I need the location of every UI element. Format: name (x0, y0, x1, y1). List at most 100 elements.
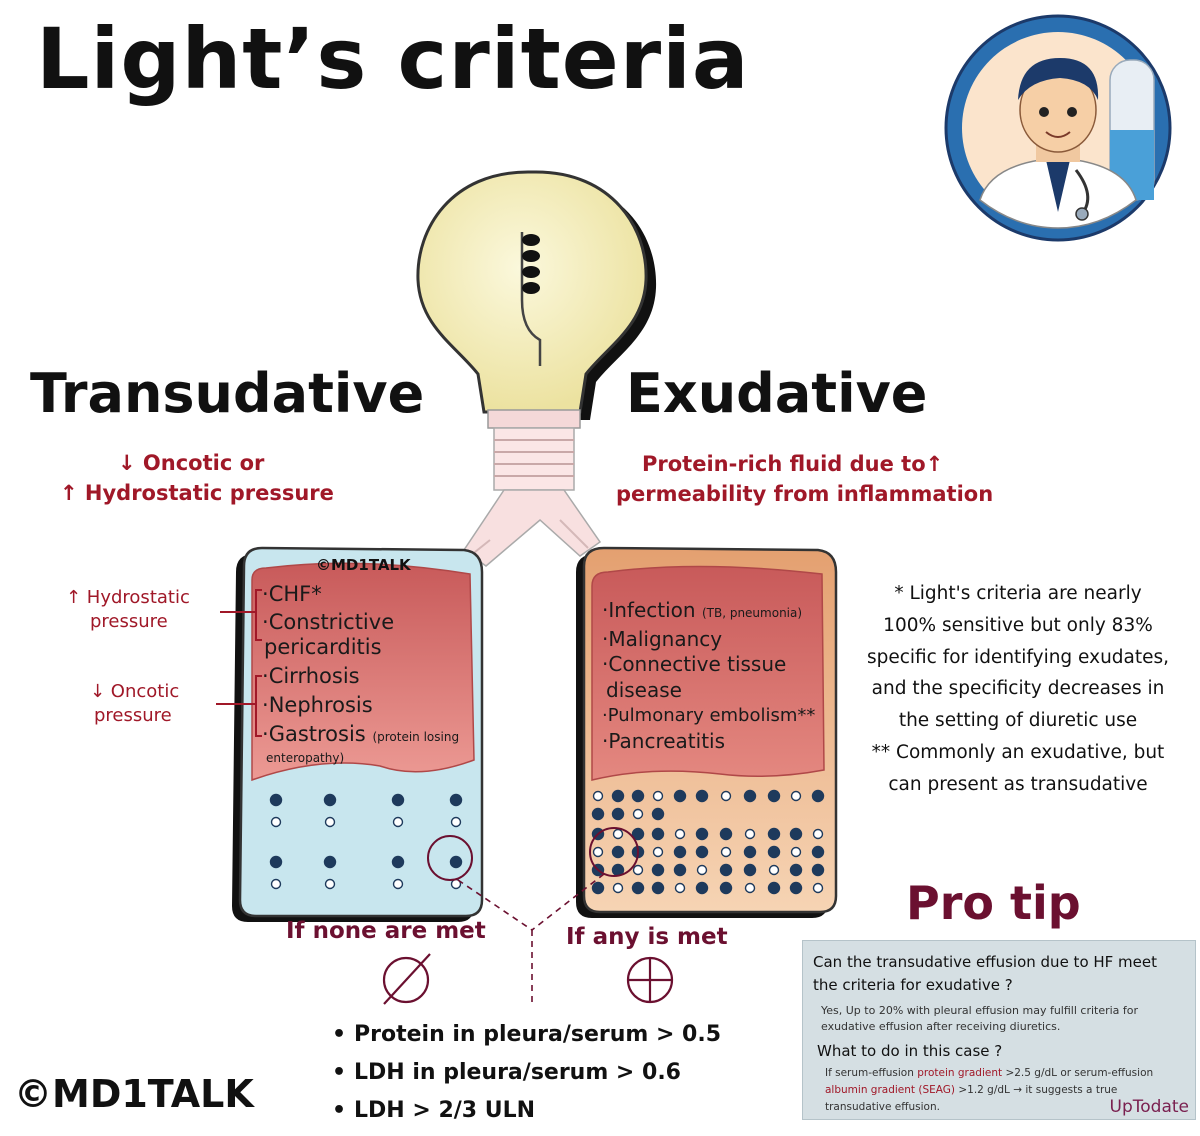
cause-constrictive-pericarditis: ·Constrictive (262, 610, 395, 634)
protein-dot (695, 881, 709, 895)
protein-dot (591, 881, 605, 895)
protein-dot (651, 827, 665, 841)
protein-dot (720, 790, 732, 802)
criterion-ldh-ratio: •LDH in pleura/serum > 0.6 (332, 1060, 681, 1085)
footnote-line: ** Commonly an exudative, but (871, 741, 1165, 763)
protein-dot (611, 789, 625, 803)
cause-infection: ·Infection (TB, pneumonia) (602, 598, 803, 622)
protein-dot (811, 845, 825, 859)
transudative-cause-list: ·CHF* ·Constrictive pericarditis ·Cirrho… (262, 582, 459, 766)
protip-source: UpTodate (1109, 1097, 1189, 1117)
protein-dot (391, 855, 405, 869)
protein-dot (632, 808, 644, 820)
cause-connective-tissue: ·Connective tissue (602, 652, 787, 676)
protein-dot (743, 863, 757, 877)
criteria-list: •Protein in pleura/serum > 0.5 •LDH in p… (332, 1016, 721, 1130)
protein-dot (652, 790, 664, 802)
protein-dot (744, 882, 756, 894)
light-bulb-icon (416, 170, 657, 491)
protein-dot (811, 863, 825, 877)
protip-question-2: What to do in this case ? (817, 1042, 1003, 1060)
footnote-line: can present as transudative (888, 773, 1148, 795)
protein-dot (789, 827, 803, 841)
exudative-desc-line1: Protein-rich fluid due to↑ (642, 452, 944, 476)
protip-answer-1: Yes, Up to 20% with pleural effusion may… (821, 1004, 1139, 1033)
protein-dot (612, 882, 624, 894)
protein-dot (611, 845, 625, 859)
exudative-desc-line2: permeability from inflammation (616, 482, 994, 506)
protein-dot (695, 789, 709, 803)
cause-nephrosis: ·Nephrosis (262, 693, 373, 717)
protein-dot (743, 789, 757, 803)
protein-dot (789, 863, 803, 877)
protein-dot (790, 790, 802, 802)
condition-any: If any is met (566, 924, 728, 950)
side-label-hydrostatic-pressure: pressure (90, 611, 168, 632)
gastrosis-note-cont: enteropathy) (266, 751, 345, 765)
criterion-protein: •Protein in pleura/serum > 0.5 (332, 1022, 722, 1047)
protein-dot (790, 846, 802, 858)
protip-heading: Pro tip (906, 876, 1081, 930)
protein-dot (449, 855, 463, 869)
water-dot (392, 816, 404, 828)
protein-dot (612, 828, 624, 840)
protein-dot (592, 846, 604, 858)
protip-answer-2: If serum-effusion protein gradient >2.5 … (825, 1067, 1154, 1113)
protein-dot (811, 789, 825, 803)
protein-dot (767, 827, 781, 841)
protein-dot (611, 807, 625, 821)
protip-card: Can the transudative effusion due to HF … (802, 940, 1196, 1120)
water-dot (270, 816, 282, 828)
protein-dot (651, 881, 665, 895)
footnote-line: 100% sensitive but only 83% (883, 614, 1153, 636)
protein-dot (695, 845, 709, 859)
protein-dot (592, 790, 604, 802)
empty-set-icon (382, 953, 431, 1005)
cause-gastrosis: ·Gastrosis (protein losing (262, 722, 460, 746)
water-dot (270, 878, 282, 890)
protein-dot (631, 881, 645, 895)
protein-dot (696, 864, 708, 876)
protein-dot (651, 863, 665, 877)
left-lung (232, 546, 484, 922)
protein-dot (674, 828, 686, 840)
footnote-line: and the specificity decreases in (871, 678, 1165, 700)
exudative-cause-list: ·Infection (TB, pneumonia) ·Malignancy ·… (602, 598, 815, 754)
protein-dot (743, 845, 757, 859)
protein-dot (632, 864, 644, 876)
transudative-brackets (216, 589, 262, 737)
side-label-oncotic-pressure: pressure (94, 705, 172, 726)
protip-question-1: Can the transudative effusion due to HF … (813, 953, 1158, 994)
protein-dot (449, 793, 463, 807)
water-dot (450, 816, 462, 828)
cause-chf: ·CHF* (262, 582, 322, 606)
protein-dot (719, 863, 733, 877)
condition-none: If none are met (286, 918, 486, 944)
footnote-line: * Light's criteria are nearly (894, 583, 1142, 604)
protein-dot (719, 881, 733, 895)
protein-dot (673, 845, 687, 859)
protein-dot (812, 828, 824, 840)
side-label-hydrostatic: ↑ Hydrostatic (66, 587, 190, 608)
protein-dot (812, 882, 824, 894)
protein-dot (768, 864, 780, 876)
protein-dot (651, 807, 665, 821)
protein-dot (652, 846, 664, 858)
footnote-line: specific for identifying exudates, (866, 646, 1170, 668)
protein-dot (767, 881, 781, 895)
transudative-magnifier (427, 835, 473, 881)
transudative-desc-line1: ↓ Oncotic or (118, 451, 265, 475)
protein-dot (719, 827, 733, 841)
exudative-heading: Exudative (626, 362, 928, 425)
bronchi (462, 489, 602, 567)
footnote: * Light's criteria are nearly 100% sensi… (848, 578, 1188, 801)
cause-pulmonary-embolism: ·Pulmonary embolism** (602, 705, 816, 726)
cause-pancreatitis: ·Pancreatitis (602, 728, 726, 753)
cause-cirrhosis: ·Cirrhosis (262, 664, 360, 688)
protein-dot (631, 789, 645, 803)
protein-dot (323, 793, 337, 807)
protein-dot (631, 827, 645, 841)
water-dot (324, 878, 336, 890)
water-dot (324, 816, 336, 828)
